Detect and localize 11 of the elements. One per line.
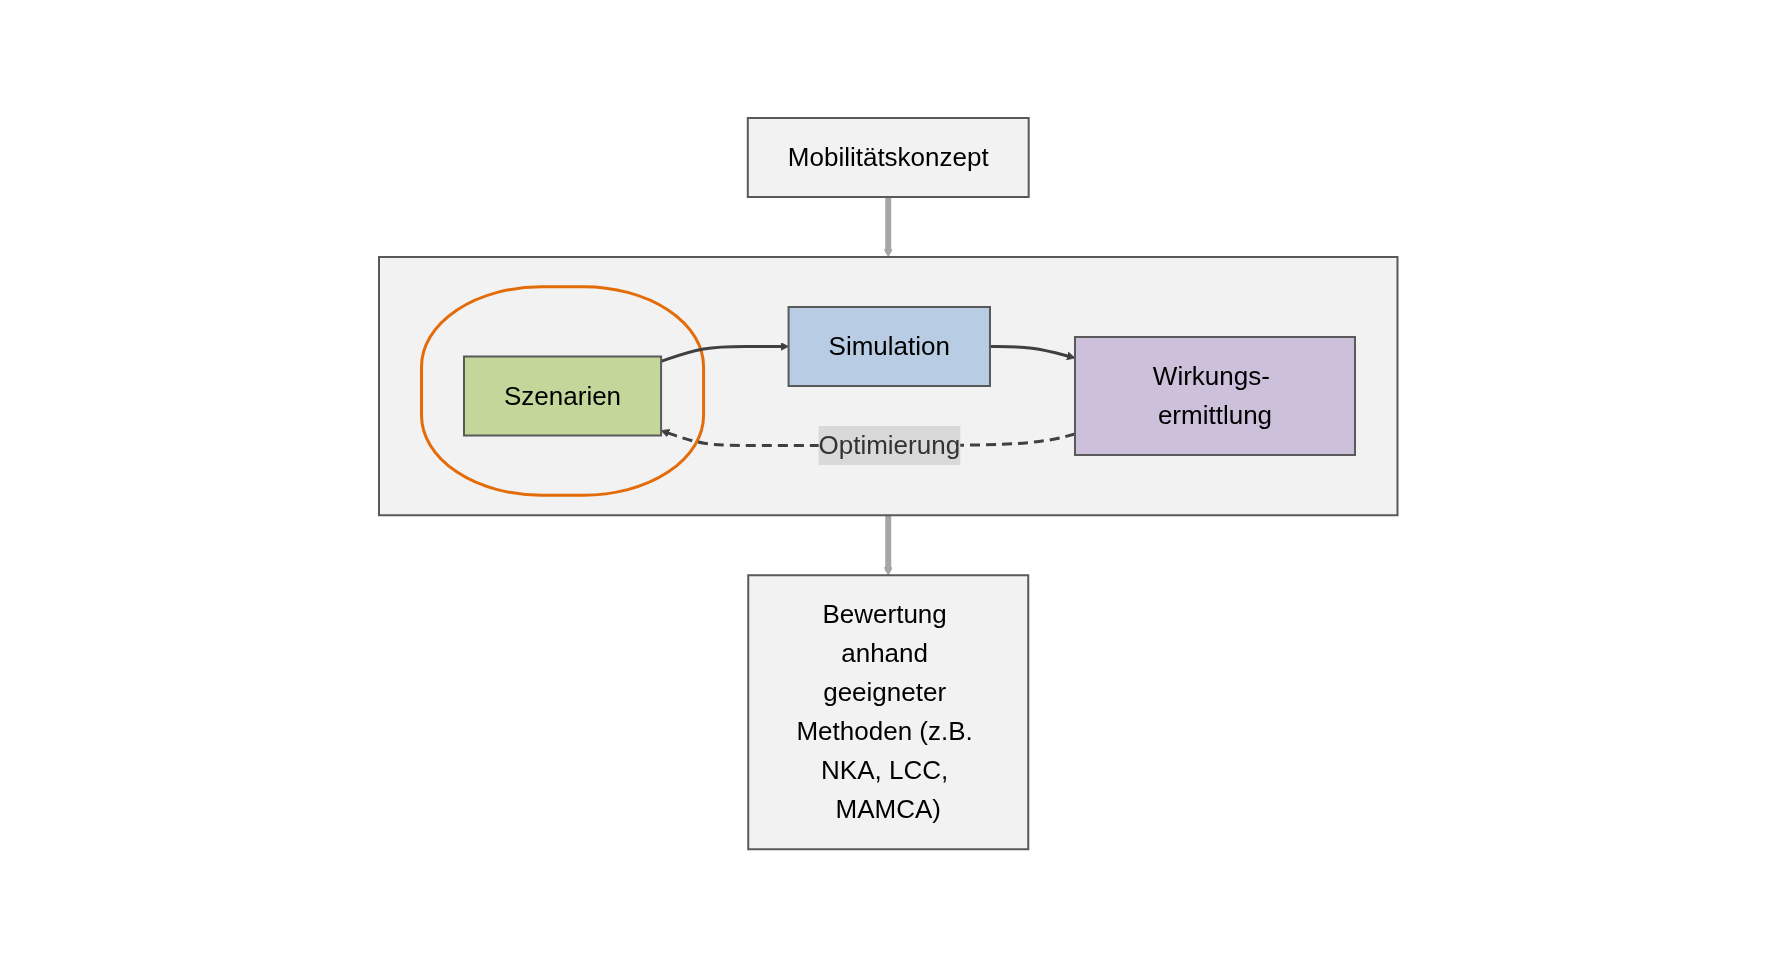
node-box: Wirkungs- ermittlung: [1073, 336, 1356, 457]
cluster: [419, 285, 705, 498]
node-box: Bewertung anhand geeigneter Methoden (z.B. NKA, LCC, MAMCA): [747, 574, 1029, 851]
cluster: [377, 256, 1399, 517]
node-box: Simulation: [787, 306, 991, 388]
arrow: [883, 197, 893, 258]
arrow: [660, 342, 789, 364]
arrow: [883, 515, 893, 577]
edge-label: Optimierung: [818, 430, 960, 461]
node-box: Mobilitätskonzept: [746, 117, 1030, 199]
node-box: Szenarien: [462, 355, 662, 437]
